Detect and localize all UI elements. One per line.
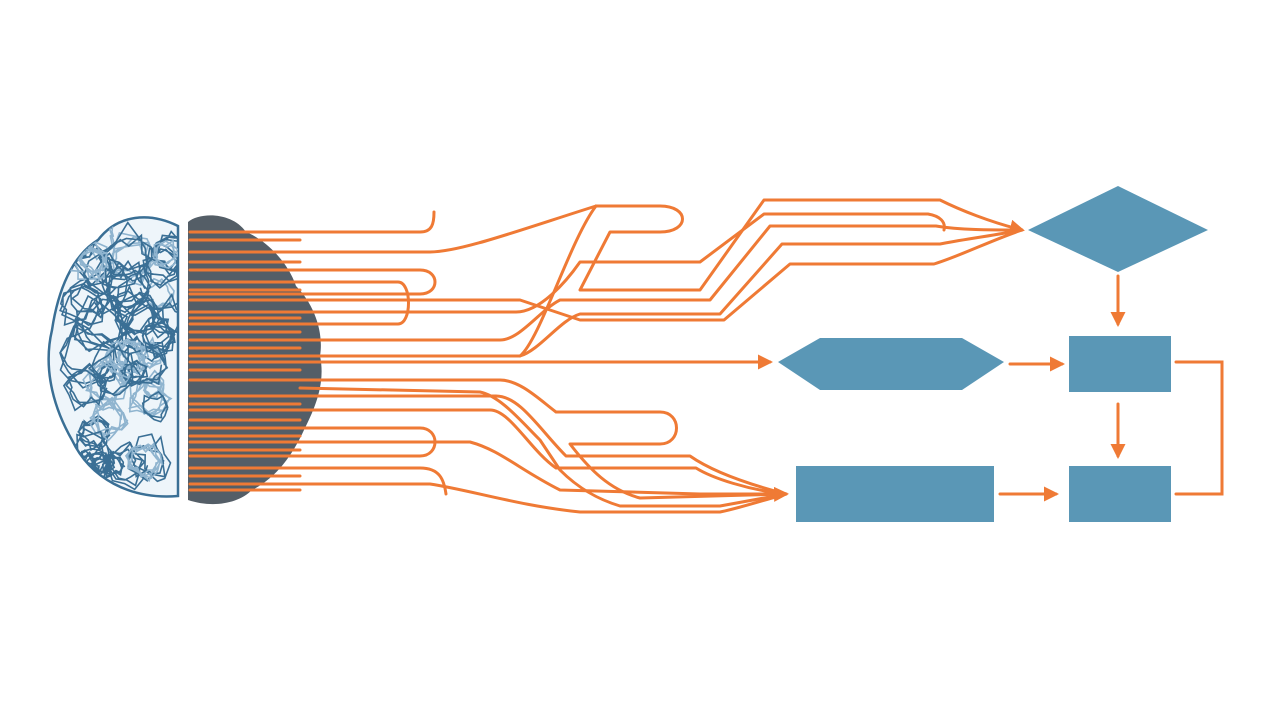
- brain-tangle-stroke: [101, 259, 152, 317]
- brain-left-half: [47, 216, 180, 498]
- brain-tangle-stroke: [124, 441, 163, 483]
- brain-right-half: [188, 215, 322, 505]
- brain-tangle-stroke: [62, 362, 108, 412]
- brain-tangle-stroke: [152, 239, 178, 269]
- brain-tangle-stroke: [142, 375, 165, 400]
- brain-tangle-stroke: [77, 414, 111, 452]
- brain-tangle-stroke: [89, 396, 129, 442]
- brain-tangle-stroke: [72, 289, 134, 353]
- process-box-2: [1069, 466, 1171, 522]
- process-box-1: [1069, 336, 1171, 392]
- loop-connector: [1174, 360, 1224, 496]
- brain-tangle-stroke: [59, 283, 105, 331]
- brain-tangle-stroke: [112, 284, 161, 337]
- brain-tangle-stroke: [141, 320, 176, 360]
- brain-tangle-stroke: [82, 252, 132, 300]
- brain-tangle-stroke: [77, 241, 108, 280]
- hexagon-step: [778, 338, 1004, 390]
- decision-diamond: [1028, 186, 1208, 272]
- brain-tangle-stroke: [141, 390, 169, 423]
- wide-process-box: [796, 466, 994, 522]
- flowchart-arrows: [998, 274, 1224, 502]
- brain-tangle-stroke: [150, 230, 178, 276]
- flowchart: [778, 186, 1208, 522]
- connector-lines: [188, 198, 1025, 514]
- brain-tangle-stroke: [59, 320, 118, 389]
